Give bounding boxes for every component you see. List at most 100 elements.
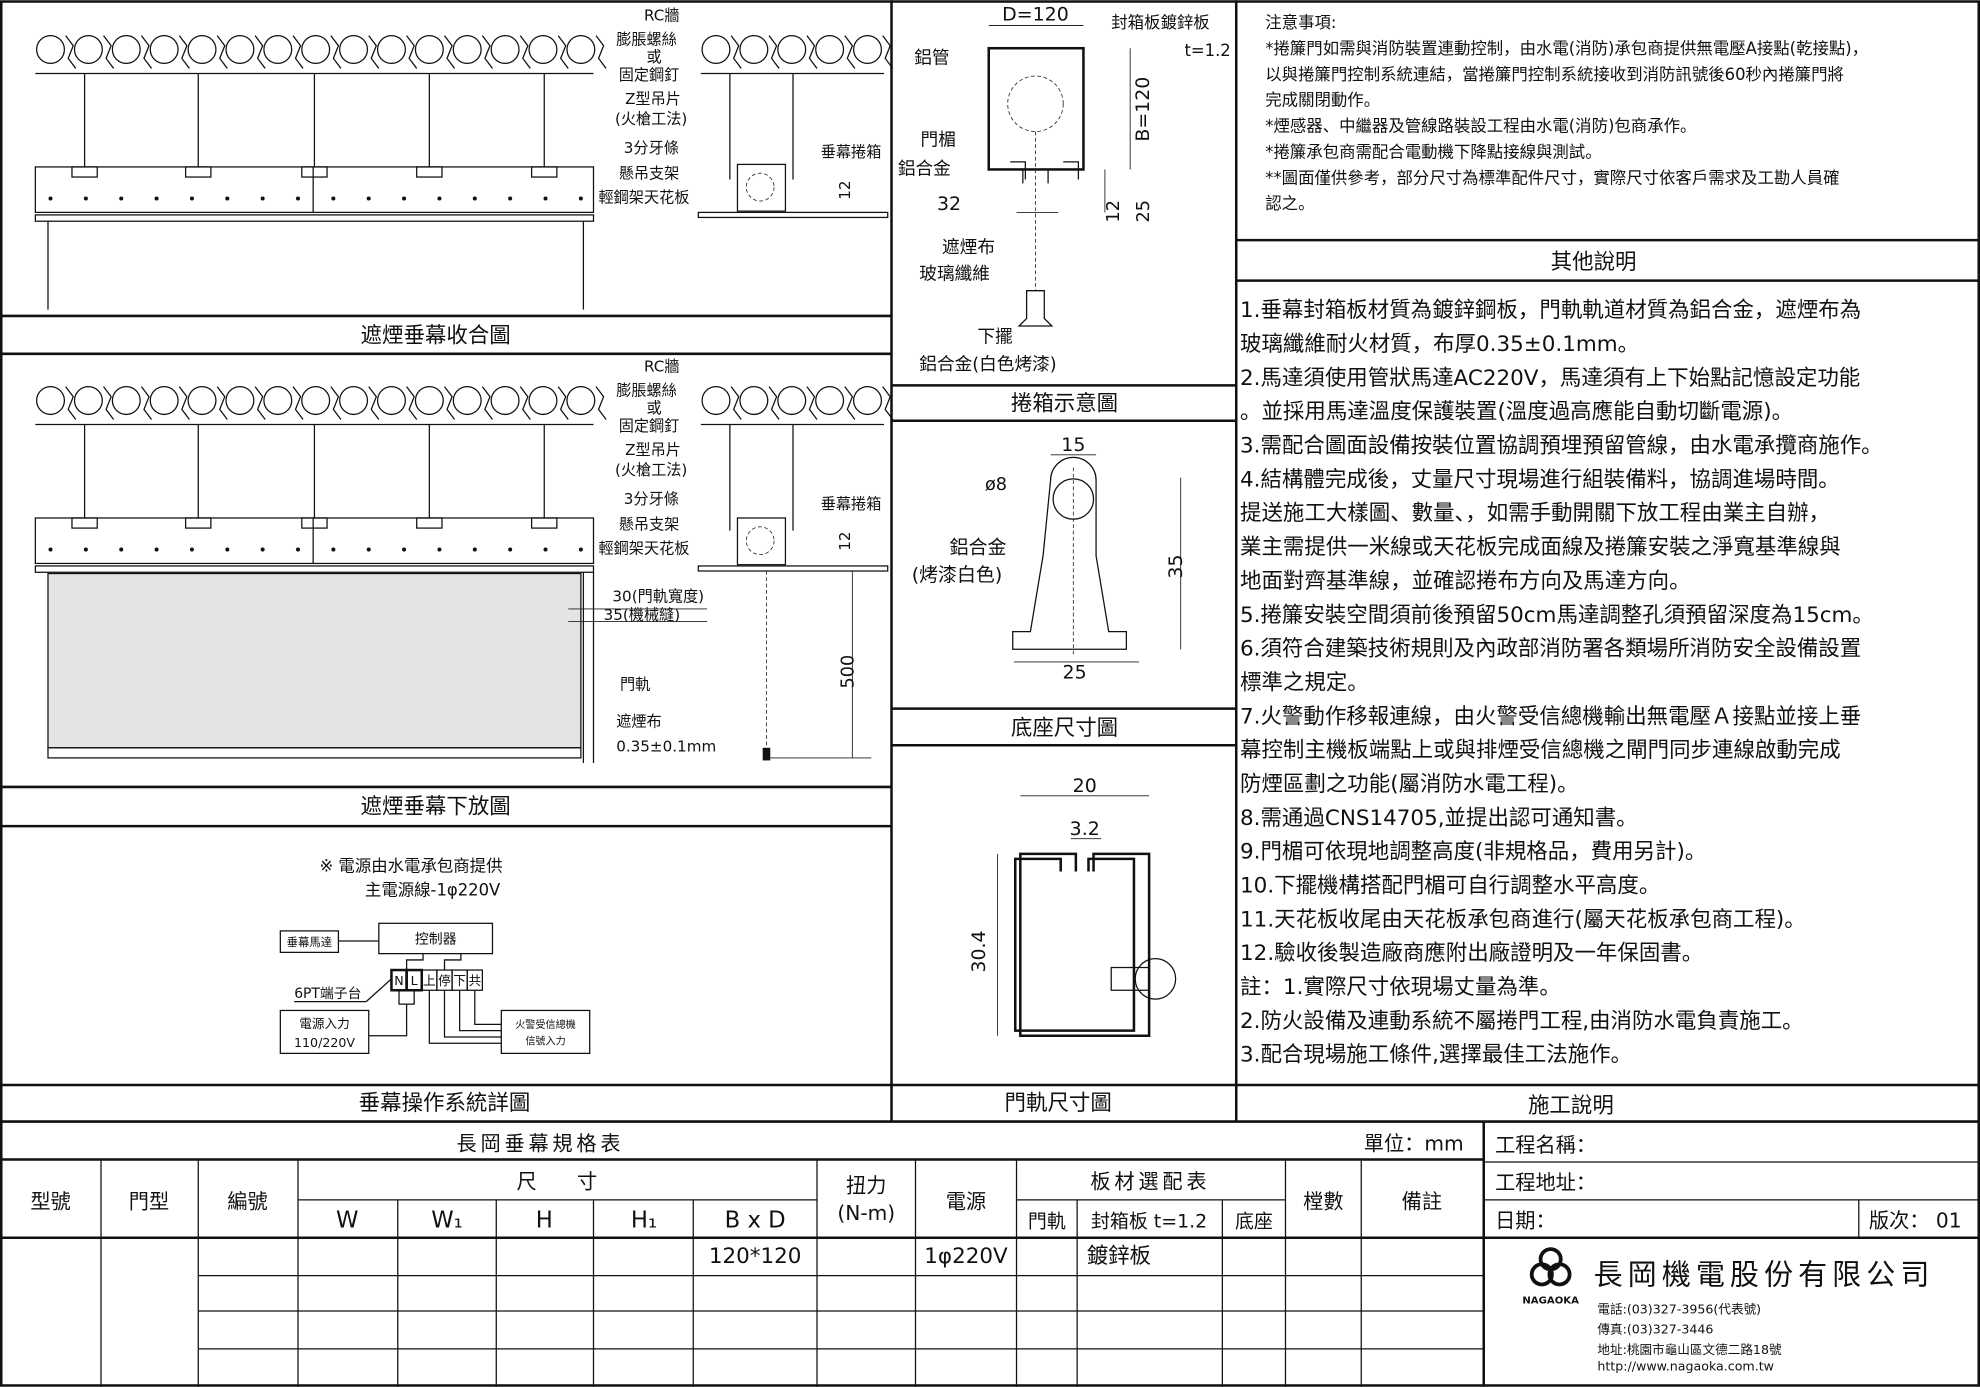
instruction-line: 3.配合現場施工條件,選擇最佳工法施作。 [1240,1043,1632,1068]
aggregate-stone [73,386,103,416]
svg-text:W₁: W₁ [431,1208,463,1234]
note-line: 完成關閉動作。 [1265,91,1380,110]
aggregate-stone [452,386,482,416]
svg-text:35(機械縫): 35(機械縫) [604,606,681,624]
svg-text:(火槍工法): (火槍工法) [615,110,687,128]
svg-text:20: 20 [1073,775,1097,797]
caption-retracted: 遮煙垂幕收合圖 [361,323,511,348]
hem-bar [1017,290,1054,327]
aluminum-tube [1007,75,1064,133]
instruction-line: 5.捲簾安裝空間須前後預留50cm馬達調整孔須預留深度為15cm。 [1240,603,1874,628]
curtain-box-section [736,163,787,212]
note-line: *煙感器、中繼器及管線路裝設工程由水電(消防)包商承作。 [1265,117,1696,136]
aggregate-stone [701,34,731,65]
aggregate-stone [777,34,807,65]
instruction-line: 6.須符合建築技術規則及內政部消防署各類場所消防安全設備設置 [1240,637,1861,662]
aggregate-stone [490,34,520,65]
project-address-field: 工程地址： [1495,1171,1596,1195]
instruction-line: 11.天花板收尾由天花板承包商進行(屬天花板承包商工程)。 [1240,907,1806,932]
controller-box [378,922,494,955]
instruction-line: 10.下擺機構搭配門楣可自行調整水平高度。 [1240,874,1660,899]
svg-text:輕鋼架天花板: 輕鋼架天花板 [599,188,690,206]
aggregate-stone [301,386,331,416]
lowered-drawing: RC牆 膨脹螺絲 或 固定鋼釘 Z型吊片 (火槍工法) 3分牙條 懸吊支架 輕鋼… [34,357,894,763]
svg-text:固定鋼釘: 固定鋼釘 [619,66,680,84]
note-line: *捲簾承包商需配合電動機下降點接線與測試。 [1265,142,1601,161]
instruction-line: 玻璃纖維耐火材質，布厚0.35±0.1mm。 [1240,332,1639,357]
svg-text:下擺: 下擺 [977,326,1013,347]
svg-text:尺 寸: 尺 寸 [516,1170,597,1194]
svg-text:信號入力: 信號入力 [525,1035,565,1048]
ceiling-line [34,214,595,222]
aggregate-stone [149,386,179,416]
instruction-line: 9.門楣可依現地調整高度(非規格品，費用另計)。 [1240,840,1706,865]
aggregate-stone [815,386,845,416]
svg-text:鋁合金: 鋁合金 [950,536,1007,558]
svg-text:門型: 門型 [129,1190,169,1214]
aggregate-stone [225,34,255,65]
caption-control: 垂幕操作系統詳圖 [359,1091,531,1116]
aggregate-stone [111,34,141,65]
aggregate-stone [339,34,369,65]
svg-text:RC牆: RC牆 [644,6,679,24]
svg-text:3分牙條: 3分牙條 [624,490,679,508]
table-cell-plate: 鍍鋅板 [1087,1244,1151,1269]
aggregate-stone [414,386,444,416]
svg-text:單位：mm: 單位：mm [1364,1132,1464,1156]
svg-text:(N-m): (N-m) [837,1201,895,1225]
project-name-field: 工程名稱： [1495,1133,1596,1157]
aggregate-stone [414,34,444,65]
svg-text:固定鋼釘: 固定鋼釘 [619,417,680,435]
svg-text:封箱板 t=1.2: 封箱板 t=1.2 [1091,1211,1207,1233]
aggregate-stone [566,386,596,416]
svg-text:B x D: B x D [725,1208,786,1234]
svg-text:膨脹螺絲: 膨脹螺絲 [616,381,677,399]
instruction-line: 防煙區劃之功能(屬消防水電工程)。 [1240,772,1579,797]
svg-text:主電源線-1φ220V: 主電源線-1φ220V [365,881,501,900]
rc-wall-pattern [35,34,607,75]
svg-text:ø8: ø8 [985,475,1007,495]
table-cell-power: 1φ220V [924,1244,1008,1269]
website-link[interactable]: http://www.nagaoka.com.tw [1597,1358,1774,1373]
svg-text:控制器: 控制器 [415,932,457,948]
svg-text:35: 35 [1165,554,1187,578]
instruction-line: 2.防火設備及連動系統不屬捲門工程,由消防水電負責施工。 [1240,1009,1804,1034]
aggregate-stone [225,386,255,416]
svg-text:門軌: 門軌 [620,676,650,694]
svg-text:12: 12 [1104,200,1124,222]
caption-box: 捲箱示意圖 [1011,392,1118,417]
curtain-box-beam [34,166,595,214]
svg-text:12: 12 [836,532,854,551]
svg-text:停: 停 [438,973,451,988]
svg-text:鋁合金(白色烤漆): 鋁合金(白色烤漆) [919,354,1056,375]
svg-text:15: 15 [1061,434,1085,456]
table-cell-bxd: 120*120 [709,1244,802,1269]
aggregate-stone [187,34,217,65]
svg-text:D=120: D=120 [1002,3,1069,25]
aggregate-stone [777,386,807,416]
nagaoka-logo-icon: NAGAOKA [1522,1247,1579,1306]
svg-text:共: 共 [468,973,481,988]
aggregate-stone [73,34,103,65]
instruction-line: 。並採用馬達溫度保護裝置(溫度過高應能自動切斷電源)。 [1240,399,1793,425]
svg-text:遮煙布: 遮煙布 [616,712,661,730]
svg-text:0.35±0.1mm: 0.35±0.1mm [616,738,716,756]
svg-text:25: 25 [1134,200,1154,222]
title-block: 工程名稱： 工程地址： 日期： 版次： 01 NAGAOKA 長岡機電股份有限公… [1482,1121,1980,1387]
note-line: 注意事項: [1265,13,1336,32]
svg-text:或: 或 [647,399,662,417]
aggregate-stone [452,34,482,65]
svg-text:鋁合金: 鋁合金 [898,159,951,180]
aggregate-stone [187,386,217,416]
note-line: 認之。 [1265,194,1314,213]
svg-text:扭力: 扭力 [846,1173,886,1197]
aggregate-stone [339,386,369,416]
svg-text:垂幕捲箱: 垂幕捲箱 [821,495,882,513]
aggregate-stone [35,34,66,65]
svg-text:垂幕馬達: 垂幕馬達 [287,935,332,949]
svg-text:遮煙布: 遮煙布 [942,237,995,258]
caption-other: 其他說明 [1551,250,1637,275]
svg-text:(火槍工法): (火槍工法) [615,461,687,479]
